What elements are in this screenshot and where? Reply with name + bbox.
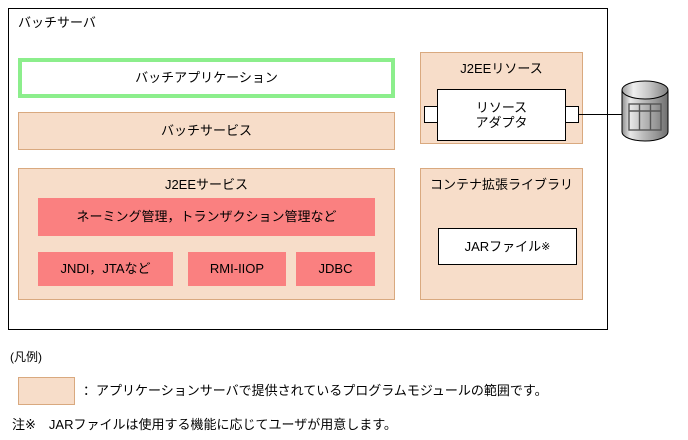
container-extension-library-title: コンテナ拡張ライブラリ	[429, 177, 573, 192]
jdbc-block: JDBC	[296, 252, 375, 286]
database-cylinder-icon	[621, 80, 669, 142]
jar-file-footnote-mark: ※	[541, 240, 551, 253]
batch-application-block: バッチアプリケーション	[18, 58, 395, 98]
resource-adapter-line-1: リソース	[475, 100, 528, 115]
resource-adapter-block: リソース アダプタ	[424, 89, 579, 141]
legend-swatch-description: ：アプリケーションサーバで提供されているプログラムモジュールの範囲です。	[83, 383, 548, 398]
batch-server-title: バッチサーバ	[18, 15, 96, 30]
resource-adapter-line-2: アダプタ	[475, 115, 528, 130]
jar-file-block: JARファイル※	[438, 228, 577, 265]
rmi-iiop-block: RMI-IIOP	[188, 252, 286, 286]
j2ee-resource-title: J2EEリソース	[460, 61, 543, 76]
naming-transaction-management-block: ネーミング管理，トランザクション管理など	[38, 198, 375, 236]
jndi-jta-block: JNDI，JTAなど	[38, 252, 173, 286]
j2ee-service-title: J2EEサービス	[164, 177, 249, 192]
footnote-text: 注※ JARファイルは使用する機能に応じてユーザが用意します。	[12, 417, 397, 432]
resource-adapter-right-tab	[566, 106, 579, 123]
batch-service-block: バッチサービス	[18, 112, 395, 150]
legend-heading: (凡例)	[10, 350, 42, 364]
jar-file-label: JARファイル	[464, 238, 542, 254]
legend-color-swatch	[18, 377, 75, 405]
resource-to-database-connector	[579, 114, 623, 115]
resource-adapter-left-tab	[424, 106, 437, 123]
resource-adapter-label: リソース アダプタ	[437, 89, 566, 141]
